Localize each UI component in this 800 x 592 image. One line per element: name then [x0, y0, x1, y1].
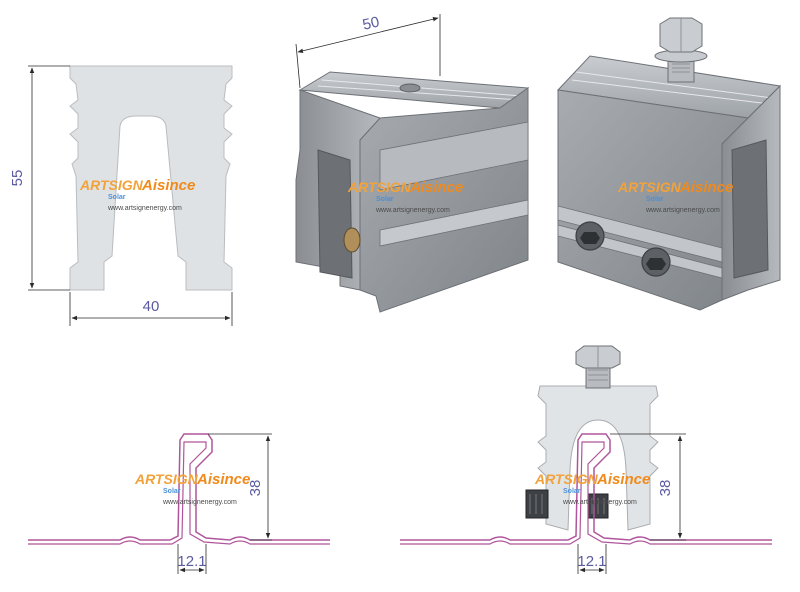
svg-text:www.artsignenergy.com: www.artsignenergy.com — [375, 207, 450, 214]
seam-height-label-left: 38 — [247, 480, 264, 497]
seam-height-label-right: 38 — [657, 480, 674, 497]
side-screw-right — [587, 493, 609, 519]
clamp-body-shape — [537, 385, 659, 531]
svg-text:ARTSIGN: ARTSIGN — [534, 471, 599, 487]
svg-text:Solar: Solar — [646, 196, 664, 203]
svg-text:Solar: Solar — [163, 488, 181, 495]
top-bolt — [575, 345, 621, 389]
svg-text:Aisince: Aisince — [679, 179, 733, 196]
clamp-3d-back — [556, 17, 782, 311]
watermark-logo-3: ARTSIGN Aisince Solar www.artsignenergy.… — [617, 179, 733, 214]
top-hole — [399, 83, 421, 93]
svg-text:Aisince: Aisince — [409, 179, 463, 196]
profile-height-label: 55 — [9, 170, 26, 187]
watermark-logo-4: ARTSIGN Aisince Solar www.artsignenergy.… — [134, 471, 250, 506]
svg-text:Solar: Solar — [108, 194, 126, 201]
seam-section-left: 38 12.1 — [28, 433, 330, 574]
side-threaded-hole — [343, 227, 361, 253]
watermark-logo-1: ARTSIGN Aisince Solar www.artsignenergy.… — [79, 177, 195, 212]
svg-text:Aisince: Aisince — [141, 177, 195, 194]
watermark-logo-2: ARTSIGN Aisince Solar www.artsignenergy.… — [347, 179, 463, 214]
side-screw-left — [525, 489, 549, 519]
clamp-3d-front: 50 — [295, 13, 530, 313]
seam-width-label-left: 12.1 — [177, 553, 206, 570]
svg-text:Aisince: Aisince — [596, 471, 650, 488]
svg-text:Solar: Solar — [563, 488, 581, 495]
watermark-logo-5: ARTSIGN Aisince Solar www.artsignenergy.… — [534, 471, 650, 506]
profile-width-label: 40 — [143, 298, 160, 315]
profile-section: 55 40 — [9, 65, 233, 326]
svg-text:Solar: Solar — [376, 196, 394, 203]
clamp-width-label: 50 — [361, 13, 381, 33]
clamp-on-seam-section: 38 12.1 — [400, 345, 772, 574]
svg-text:www.artsignenergy.com: www.artsignenergy.com — [107, 205, 182, 212]
svg-text:ARTSIGN: ARTSIGN — [617, 179, 682, 195]
svg-text:www.artsignenergy.com: www.artsignenergy.com — [562, 499, 637, 506]
svg-text:www.artsignenergy.com: www.artsignenergy.com — [162, 499, 237, 506]
svg-text:www.artsignenergy.com: www.artsignenergy.com — [645, 207, 720, 214]
clamp-width-dimension-line — [297, 17, 439, 53]
profile-shape — [69, 65, 233, 291]
seam-width-label-right: 12.1 — [577, 553, 606, 570]
svg-text:ARTSIGN: ARTSIGN — [347, 179, 412, 195]
svg-text:Aisince: Aisince — [196, 471, 250, 488]
hex-bolt — [654, 17, 708, 83]
svg-text:ARTSIGN: ARTSIGN — [134, 471, 199, 487]
roof-sheet-line — [28, 433, 330, 541]
svg-text:ARTSIGN: ARTSIGN — [79, 177, 144, 193]
